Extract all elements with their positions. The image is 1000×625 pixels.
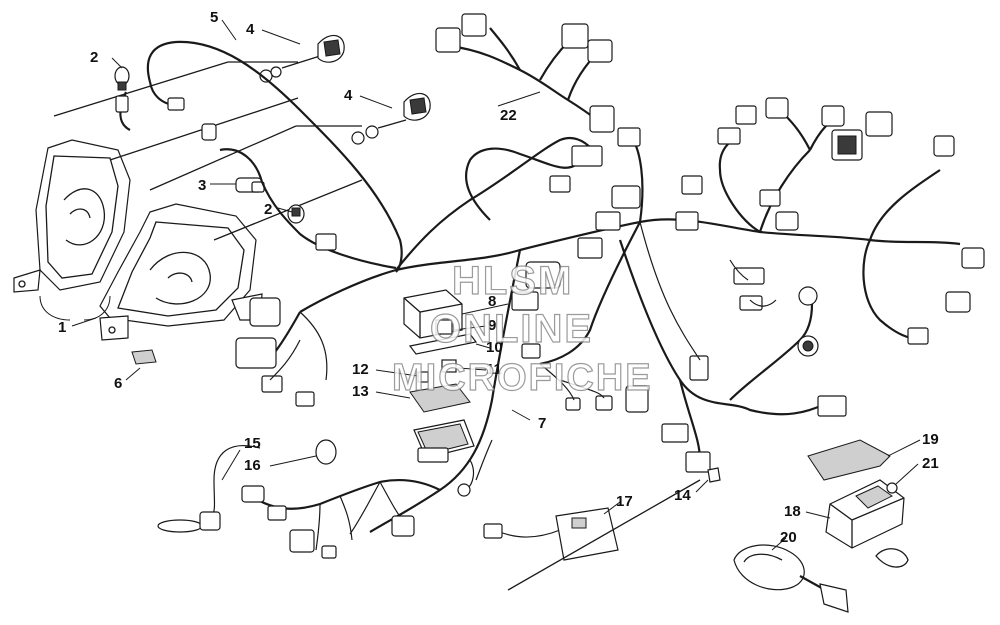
callout-3: 3 [198,177,206,194]
fuse-block-13 [409,383,471,413]
callout-13: 13 [352,383,369,400]
relay-9 [435,319,453,335]
headlight-left [13,139,131,293]
callout-22: 22 [500,107,517,124]
callout-11: 11 [486,361,502,378]
callout-16: 16 [244,457,261,474]
callout-8: 8 [488,293,496,310]
ground-wire-15 [157,444,261,533]
callout-9: 9 [488,317,496,334]
bulb-assembly-upper [259,34,345,83]
watermark-line-3: MICROFICHE [392,357,653,399]
callout-2a: 2 [90,49,98,66]
bulb-assembly-lower [351,92,431,145]
callout-labels: 1 2 2 3 4 4 5 6 7 8 9 10 11 12 13 14 15 … [58,9,939,546]
ecu-18 [825,479,905,549]
callout-4b: 4 [344,87,353,104]
callout-14: 14 [674,487,691,504]
watermark-line-2: ONLINE [430,307,593,351]
watermark-line-1: HLSM [452,259,573,303]
bulb-socket-3 [201,123,265,193]
callout-20: 20 [780,529,797,546]
callout-4a: 4 [246,21,255,38]
fuse-box-main [413,419,475,463]
watermark: HLSM ONLINE MICROFICHE [391,258,653,399]
callout-1: 1 [58,319,66,336]
callout-19: 19 [922,431,939,448]
connector-group-main [235,97,985,473]
callout-2b: 2 [264,201,272,218]
callout-10: 10 [486,339,503,356]
sub-harness-22 [435,13,615,133]
key-20 [733,544,849,613]
relay-11 [441,359,457,373]
bulb-upper-left [114,66,130,91]
screw-21 [886,482,898,494]
clip-14 [707,467,721,483]
bulb-right-small [287,204,305,224]
callout-7: 7 [538,415,546,432]
clamp-16 [315,439,337,465]
callout-15: 15 [244,435,261,452]
callout-12: 12 [352,361,369,378]
callout-17: 17 [616,493,633,510]
callout-21: 21 [922,455,939,472]
leader-lines [39,19,921,551]
cover-19 [807,439,891,481]
fuse-12 [417,371,429,383]
callout-6: 6 [114,375,122,392]
module-17 [483,479,701,591]
fuse-strip-10 [408,333,478,355]
callout-5: 5 [210,9,218,26]
callout-18: 18 [784,503,801,520]
